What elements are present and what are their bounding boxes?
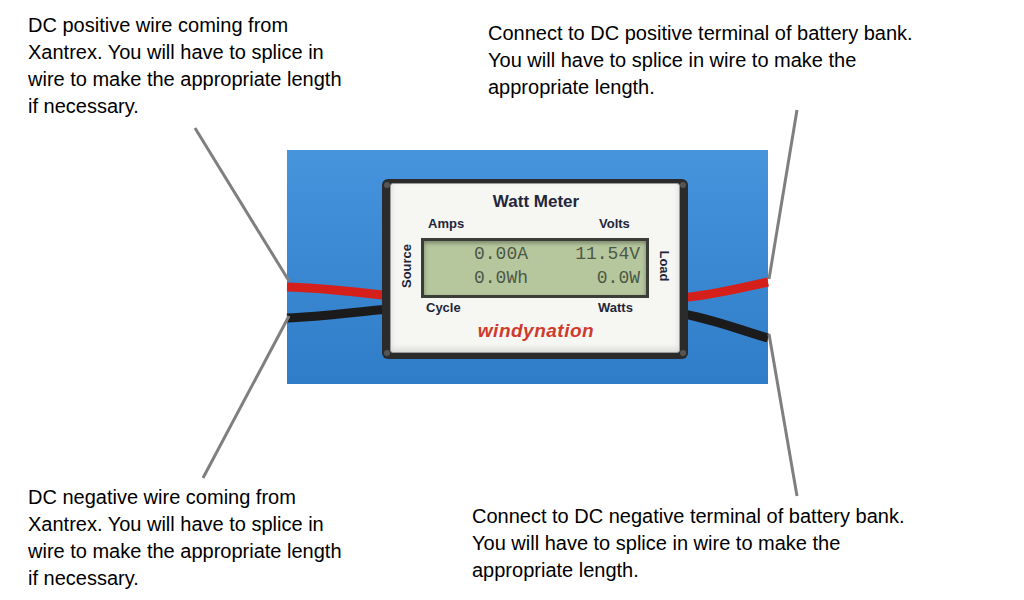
screw xyxy=(384,350,390,356)
red-wire xyxy=(678,282,768,298)
leader-line xyxy=(769,334,797,496)
callout-note: Connect to DC negative terminal of batte… xyxy=(472,503,917,584)
screw xyxy=(680,350,686,356)
photo-background xyxy=(287,150,768,384)
callout-note: DC positive wire coming from Xantrex. Yo… xyxy=(28,12,350,120)
lcd-reading: 0.00A xyxy=(474,244,528,264)
leader-line xyxy=(769,110,797,279)
panel-label: Volts xyxy=(599,216,630,231)
meter-housing-back xyxy=(382,179,688,359)
callout-note: DC negative wire coming from Xantrex. Yo… xyxy=(28,484,350,592)
screw xyxy=(680,182,686,188)
red-wire xyxy=(287,287,392,296)
lcd-reading: 11.54V xyxy=(575,244,640,264)
leader-line xyxy=(195,128,289,281)
black-wire xyxy=(287,309,392,318)
panel-label: Cycle xyxy=(426,300,461,315)
panel-label: Amps xyxy=(428,216,464,231)
brand-logo: windynation xyxy=(478,320,594,342)
lcd-reading: 0.0W xyxy=(597,268,640,288)
panel-label: Watts xyxy=(598,300,633,315)
panel-label: Load xyxy=(657,250,672,281)
watt-meter: 0.00A 11.54V 0.0Wh 0.0W Watt MeterAmps VoltsS… xyxy=(390,183,680,353)
lcd-reading: 0.0Wh xyxy=(474,268,528,288)
black-wire xyxy=(678,313,768,338)
lcd-display: 0.00A 11.54V 0.0Wh 0.0W xyxy=(421,238,649,298)
leader-line xyxy=(203,316,289,478)
panel-label: Source xyxy=(399,244,414,288)
meter-title: Watt Meter xyxy=(493,192,579,212)
callout-note: Connect to DC positive terminal of batte… xyxy=(488,20,933,101)
